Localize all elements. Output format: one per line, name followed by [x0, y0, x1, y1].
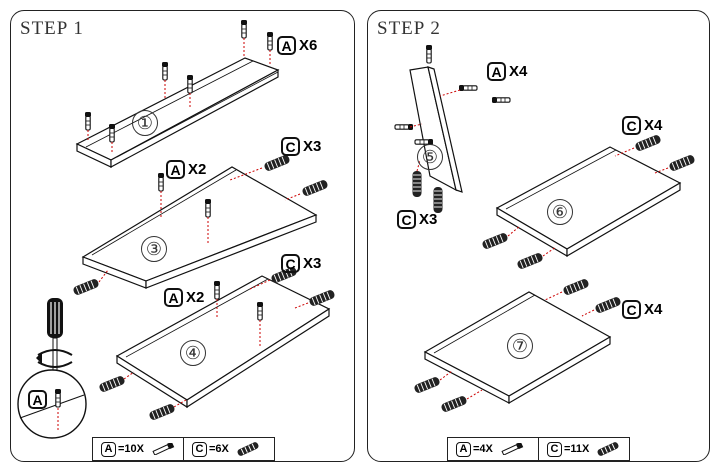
dowels-board-7 — [412, 277, 623, 414]
hardware-c-icon: C — [192, 441, 207, 457]
legend-c: C =11X — [538, 438, 629, 460]
hardware-c-icon: C — [281, 137, 300, 156]
label-a-x6: A X6 — [277, 36, 317, 55]
hardware-c-icon: C — [547, 441, 562, 457]
step-1-title: STEP 1 — [20, 18, 84, 39]
legend-qty: =6X — [209, 443, 229, 455]
part-number-7: ⑦ — [507, 333, 533, 359]
hardware-a-icon: A — [28, 390, 47, 409]
hardware-a-icon: A — [277, 36, 296, 55]
part-number-4: ④ — [180, 340, 206, 366]
hardware-c-icon: C — [622, 116, 641, 135]
pins-board-5 — [394, 44, 511, 146]
label-c-x3: C X3 — [397, 210, 437, 229]
label-a-x2-upper: A X2 — [166, 160, 206, 179]
label-qty: X3 — [419, 211, 438, 228]
part-number-1: ① — [132, 110, 158, 136]
board-6 — [495, 146, 682, 258]
label-qty: X4 — [509, 63, 528, 80]
label-c-x3-lower: C X3 — [281, 254, 321, 273]
hardware-a-icon: A — [456, 441, 471, 457]
hardware-c-icon: C — [397, 210, 416, 229]
dowels-board-6 — [480, 133, 697, 271]
label-c-x4-lower: C X4 — [622, 300, 662, 319]
dowel-icon — [597, 442, 619, 456]
legend-qty: =4X — [473, 443, 493, 455]
label-qty: X2 — [186, 289, 205, 306]
pin-icon — [152, 443, 175, 455]
legend-a: A =4X — [448, 438, 538, 460]
dowels-board-3 — [71, 153, 330, 297]
label-qty: X6 — [299, 37, 318, 54]
label-qty: X4 — [644, 117, 663, 134]
legend-a: A =10X — [93, 438, 183, 460]
label-qty: X3 — [303, 255, 322, 272]
legend-c: C =6X — [183, 438, 274, 460]
part-number-5: ⑤ — [417, 144, 443, 170]
hardware-a-icon: A — [487, 62, 506, 81]
legend-qty: =11X — [564, 443, 590, 455]
label-qty: X2 — [188, 161, 207, 178]
step-2-title: STEP 2 — [377, 18, 441, 39]
board-4 — [115, 275, 331, 409]
hardware-a-icon: A — [101, 441, 116, 457]
pins-board-1 — [84, 19, 274, 152]
label-qty: X4 — [644, 301, 663, 318]
hardware-a-icon: A — [166, 160, 185, 179]
inset-detail — [17, 369, 87, 439]
screwdriver-icon — [36, 298, 73, 371]
pins-board-3 — [157, 172, 212, 244]
dowel-icon — [237, 442, 259, 456]
legend-qty: =10X — [118, 443, 144, 455]
part-number-6: ⑥ — [547, 199, 573, 225]
pin-icon — [501, 443, 524, 455]
step-1-hardware-legend: A =10X C =6X — [92, 437, 275, 461]
step-2-hardware-legend: A =4X C =11X — [447, 437, 630, 461]
board-1 — [75, 57, 280, 169]
inset-label: A — [28, 390, 47, 409]
part-number-3: ③ — [141, 236, 167, 262]
label-c-x3-upper: C X3 — [281, 137, 321, 156]
label-a-x2-lower: A X2 — [164, 288, 204, 307]
label-qty: X3 — [303, 138, 322, 155]
label-a-x4: A X4 — [487, 62, 527, 81]
label-c-x4-upper: C X4 — [622, 116, 662, 135]
hardware-a-icon: A — [164, 288, 183, 307]
hardware-c-icon: C — [622, 300, 641, 319]
hardware-c-icon: C — [281, 254, 300, 273]
pins-board-4 — [213, 280, 264, 348]
